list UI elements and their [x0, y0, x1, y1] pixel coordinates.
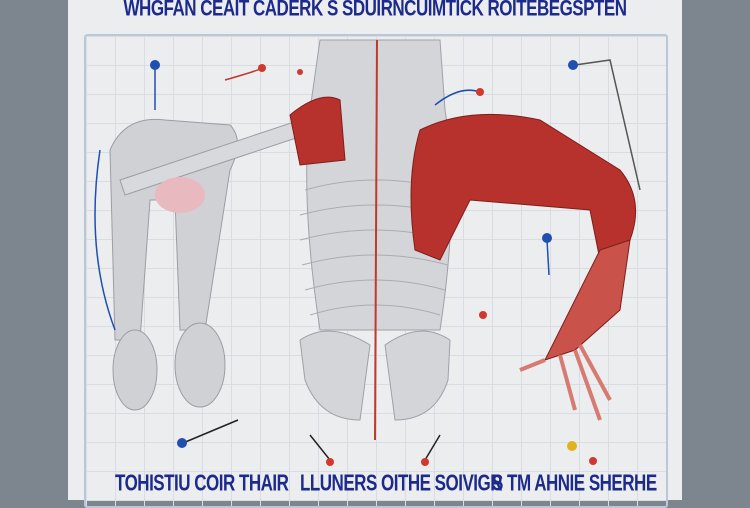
left-arms-skeleton — [109, 118, 306, 411]
shoulder-arm-muscles — [289, 96, 637, 421]
marker-blue — [177, 438, 187, 448]
markers — [150, 60, 597, 466]
leader-lines — [94, 59, 641, 461]
marker-red — [326, 458, 334, 466]
caption-left: TOHISTIU COIR THAIR — [115, 470, 289, 496]
marker-yellow — [567, 441, 577, 451]
marker-blue — [542, 233, 552, 243]
marker-blue — [568, 60, 578, 70]
marker-red — [476, 88, 484, 96]
marker-red — [421, 458, 429, 466]
caption-right: S TM AHNIE SHERHE — [492, 470, 657, 496]
marker-red — [297, 69, 303, 75]
marker-blue — [150, 60, 160, 70]
marker-red — [258, 64, 266, 72]
diagram-title: WHGFAN CEAIT CADERK S SDUIRNCUIMTICK ROI… — [123, 0, 627, 21]
caption-center: LLUNERS OITHE SOIVIGR — [300, 470, 503, 496]
marker-red — [589, 457, 597, 465]
marker-red — [479, 311, 487, 319]
